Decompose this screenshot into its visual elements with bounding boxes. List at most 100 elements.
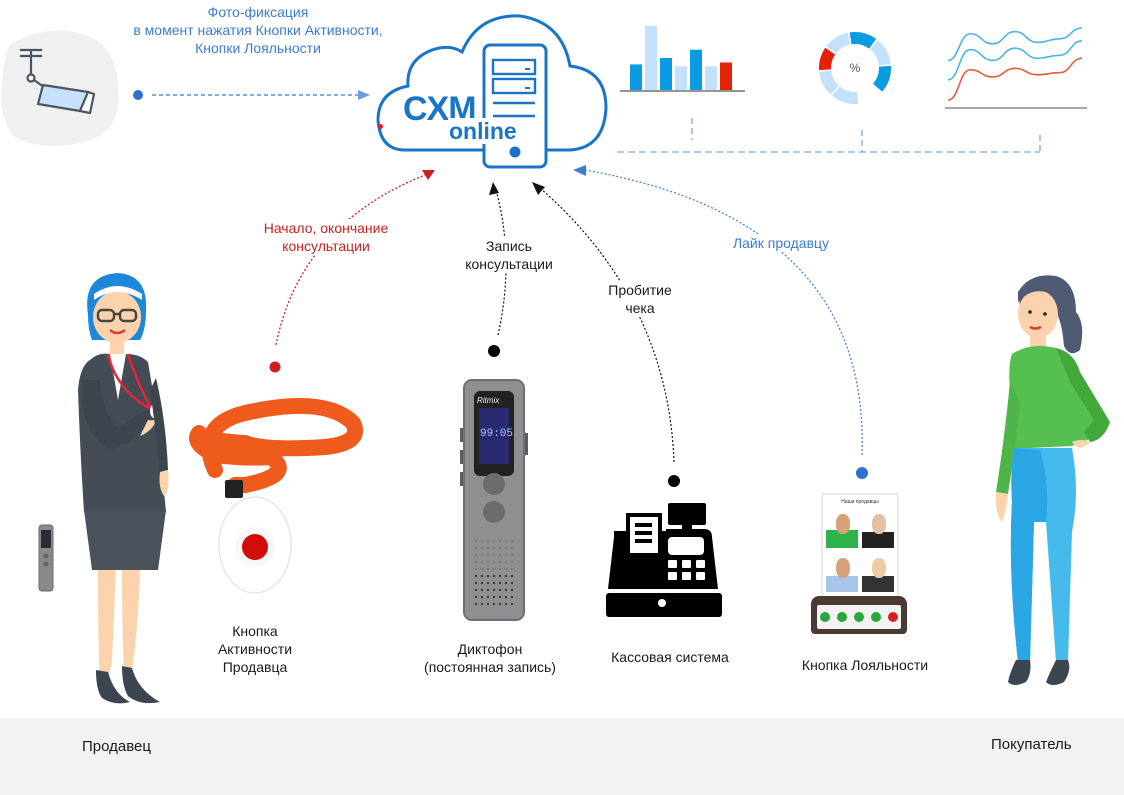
charts-connector xyxy=(617,118,1041,153)
flow-recorder-line xyxy=(495,189,507,336)
grille-dot xyxy=(486,553,490,557)
grille-dot xyxy=(498,595,502,599)
flow-label-consultation: Начало, окончание консультации xyxy=(256,219,396,255)
customer-illustration xyxy=(995,275,1110,685)
brand-sub: online xyxy=(448,118,518,144)
flow-red-arrowhead xyxy=(422,170,435,180)
donut-segment xyxy=(869,40,891,66)
bar-1 xyxy=(630,64,642,90)
seller-glasses xyxy=(96,308,138,323)
grille-dot xyxy=(480,581,484,585)
loyalty-seller-card xyxy=(826,508,858,548)
activity-button-caption: Кнопка Активности Продавца xyxy=(205,622,305,676)
flow-label-receipt: Пробитие чека xyxy=(600,281,680,317)
loyalty-base xyxy=(811,596,907,634)
grille-dot xyxy=(474,588,478,592)
grille-dot xyxy=(474,602,478,606)
flow-label-consultation-line-2: консультации xyxy=(282,238,370,254)
flow-cash-arrowhead xyxy=(532,182,545,195)
activity-button-red-dot xyxy=(242,534,268,560)
grille-dot xyxy=(486,567,490,571)
cash-register-caption: Кассовая система xyxy=(611,649,729,665)
flow-label-receipt-line-1: Пробитие xyxy=(608,282,672,298)
seller-label: Продавец xyxy=(82,738,151,755)
flow-recorder-start-dot xyxy=(488,345,500,357)
grille-dot xyxy=(498,539,502,543)
flow-label-receipt-line-2: чека xyxy=(625,300,655,316)
photo-caption: Фото-фиксация в момент нажатия Кнопки Ак… xyxy=(108,3,408,57)
bar-6 xyxy=(705,66,717,90)
grille-dot xyxy=(510,588,514,592)
activity-button-caption-line-2: Активности xyxy=(217,641,293,657)
cash-register-icon xyxy=(606,503,722,617)
recorder-grille xyxy=(474,539,514,606)
grille-dot xyxy=(498,567,502,571)
grille-dot xyxy=(486,546,490,550)
activity-button-device xyxy=(189,397,363,594)
grille-dot xyxy=(474,539,478,543)
grille-dot xyxy=(474,574,478,578)
grille-dot xyxy=(510,553,514,557)
grille-dot xyxy=(480,553,484,557)
flow-red-start-dot xyxy=(269,361,281,373)
grille-dot xyxy=(480,588,484,592)
flow-recorder-arrowhead xyxy=(489,182,499,195)
bar-chart xyxy=(620,26,745,92)
flow-cash-line xyxy=(539,187,675,463)
grille-dot xyxy=(486,602,490,606)
line-series-bottom xyxy=(947,57,1083,101)
grille-dot xyxy=(480,567,484,571)
grille-dot xyxy=(504,553,508,557)
line-series-middle xyxy=(947,40,1083,81)
flow-blue-arrowhead xyxy=(573,165,586,176)
grille-dot xyxy=(480,546,484,550)
grille-dot xyxy=(480,602,484,606)
grille-dot xyxy=(474,567,478,571)
flow-label-consultation-line-1: Начало, окончание xyxy=(263,220,389,236)
loyalty-key-smile[interactable] xyxy=(853,612,864,622)
recorder-caption: Диктофон (постоянная запись) xyxy=(420,640,560,676)
flow-label-like: Лайк продавцу xyxy=(722,234,840,252)
loyalty-card: Наши продавцы xyxy=(822,494,898,604)
line-chart xyxy=(945,27,1087,109)
flow-label-recording: Запись консультации xyxy=(455,237,563,273)
grille-dot xyxy=(498,602,502,606)
grille-dot xyxy=(504,574,508,578)
grille-dot xyxy=(504,581,508,585)
grille-dot xyxy=(510,595,514,599)
footer-band: Продавец Покупатель xyxy=(0,718,1124,795)
grille-dot xyxy=(504,595,508,599)
loyalty-key-smile[interactable] xyxy=(870,612,881,622)
voice-recorder-device xyxy=(460,379,528,621)
grille-dot xyxy=(492,595,496,599)
grille-dot xyxy=(474,546,478,550)
grille-dot xyxy=(504,560,508,564)
grille-dot xyxy=(492,546,496,550)
grille-dot xyxy=(498,560,502,564)
seller-illustration xyxy=(78,273,169,704)
grille-dot xyxy=(492,574,496,578)
photo-caption-line-3: Кнопки Лояльности xyxy=(195,40,321,56)
grille-dot xyxy=(486,560,490,564)
activity-button-caption-line-1: Кнопка xyxy=(232,623,278,639)
grille-dot xyxy=(480,574,484,578)
small-recorder-icon xyxy=(38,524,54,592)
cloud-red-dot xyxy=(378,124,383,129)
donut-segment xyxy=(832,86,859,104)
grille-dot xyxy=(510,546,514,550)
grille-dot xyxy=(492,539,496,543)
grille-dot xyxy=(498,546,502,550)
grille-dot xyxy=(510,567,514,571)
bar-3 xyxy=(660,58,672,90)
loyalty-seller-card xyxy=(862,552,894,592)
loyalty-key-frown[interactable] xyxy=(887,612,898,622)
grille-dot xyxy=(498,581,502,585)
donut-chart: % xyxy=(819,32,891,104)
loyalty-key-smile[interactable] xyxy=(837,612,848,622)
photo-flow-arrow xyxy=(133,90,370,100)
donut-segment xyxy=(826,32,851,54)
grille-dot xyxy=(492,581,496,585)
grille-dot xyxy=(486,588,490,592)
loyalty-key-smile[interactable] xyxy=(820,612,831,622)
photo-caption-line-2: в момент нажатия Кнопки Активности, xyxy=(133,22,383,38)
